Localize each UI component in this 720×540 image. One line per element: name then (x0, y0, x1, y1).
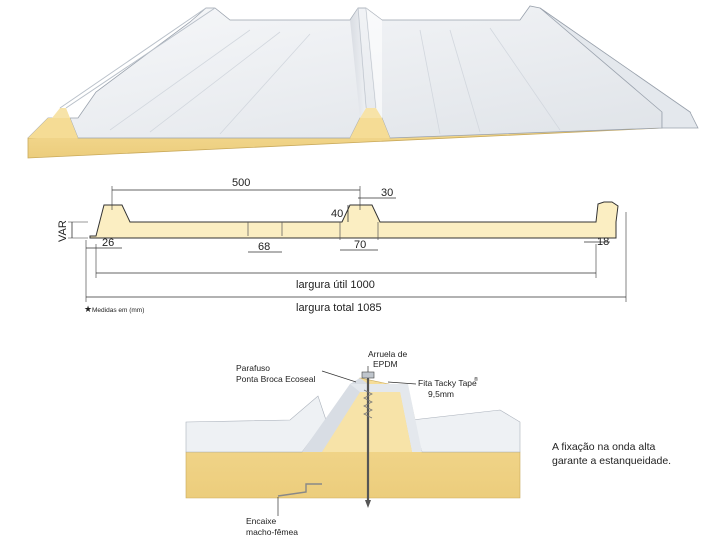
profile-foam-section (89, 201, 619, 239)
dim-valley-rib: 68 (258, 241, 270, 253)
label-joint-line2: macho-fêmea (246, 527, 298, 537)
dim-rib-height: 40 (331, 208, 343, 220)
units-note: Medidas em (mm) (92, 307, 144, 314)
label-washer-line2: EPDM (373, 359, 398, 369)
label-tape-line2: 9,5mm (428, 389, 454, 399)
dim-total-width: largura total 1085 (296, 302, 382, 314)
label-washer-line1: Arruela de (368, 349, 407, 359)
label-tape-mark: ® (474, 376, 478, 383)
dim-useful-width: largura útil 1000 (296, 279, 375, 291)
label-screw-line2: Ponta Broca Ecoseal (236, 374, 315, 384)
dim-thickness: VAR (57, 220, 69, 242)
label-screw-line1: Parafuso (236, 363, 270, 373)
dim-pitch: 500 (232, 177, 250, 189)
dim-trapezoid-base: 70 (354, 239, 366, 251)
dim-edge-right: 18 (597, 236, 609, 248)
units-note-asterisk: ★ (84, 304, 92, 314)
panel-3d-view (27, 5, 699, 159)
label-joint-line1: Encaixe (246, 516, 277, 526)
dim-crest: 30 (381, 187, 393, 199)
caption-line2: garante a estanqueidade. (552, 455, 671, 467)
fixing-detail (185, 366, 521, 516)
label-tape-line1: Fita Tacky Tape (418, 378, 477, 388)
dim-edge-left: 26 (102, 237, 114, 249)
panel-profile-drawing: 500 30 40 VAR 26 68 70 18 largura útil 1… (57, 177, 627, 314)
caption-line1: A fixação na onda alta (552, 441, 655, 453)
